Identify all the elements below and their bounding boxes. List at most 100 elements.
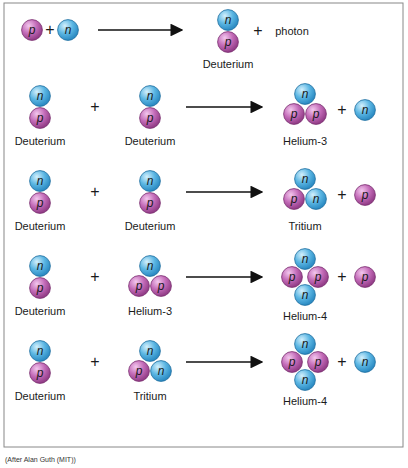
proton: p (139, 107, 161, 129)
neutron: n (294, 284, 316, 306)
particle-sphere (129, 361, 150, 382)
proton: p (283, 188, 305, 210)
proton: p (305, 103, 327, 125)
neutron: n (139, 255, 161, 277)
nucleus-label: Deuterium (15, 305, 66, 317)
particle-symbol: p (128, 360, 150, 378)
particle-symbol: n (139, 170, 161, 188)
proton: p (354, 184, 376, 206)
plus-sign: + (90, 268, 99, 286)
plus-sign: + (337, 101, 346, 119)
particle-symbol: p (139, 192, 161, 210)
particle-sphere (30, 108, 51, 129)
particle-sphere (306, 104, 327, 125)
particle-sphere (140, 341, 161, 362)
plus-sign: + (337, 268, 346, 286)
particle-symbol: p (217, 31, 239, 49)
particle-sphere (151, 276, 172, 297)
particle-symbol: p (307, 266, 329, 284)
particle-sphere (284, 189, 305, 210)
reaction-arrow (186, 276, 262, 278)
particle-sphere (30, 171, 51, 192)
nucleus-label: Deuterium (125, 135, 176, 147)
particle-symbol: p (29, 107, 51, 125)
particle-sphere (295, 334, 316, 355)
reaction-arrows (98, 30, 262, 362)
particle-symbol: n (294, 369, 316, 387)
neutron: n (217, 9, 239, 31)
particle-sphere (140, 86, 161, 107)
particle-symbol: n (354, 351, 376, 369)
neutron: n (354, 351, 376, 373)
particle-sphere (306, 189, 327, 210)
particle-sphere (282, 267, 303, 288)
particle-sphere (140, 256, 161, 277)
neutron: n (294, 333, 316, 355)
neutron: n (29, 170, 51, 192)
nucleus-label: Helium-3 (128, 305, 172, 317)
neutron: n (139, 340, 161, 362)
proton: p (283, 103, 305, 125)
particle-sphere (355, 352, 376, 373)
particle-sphere (30, 193, 51, 214)
plus-sign: + (90, 183, 99, 201)
neutron: n (294, 83, 316, 105)
proton: p (281, 351, 303, 373)
particle-sphere (282, 352, 303, 373)
particle-sphere (30, 278, 51, 299)
nucleus-label: Helium-4 (283, 310, 327, 322)
neutron: n (29, 85, 51, 107)
particle-symbol: p (307, 351, 329, 369)
particle-sphere (355, 100, 376, 121)
proton: p (354, 266, 376, 288)
particle-symbol: n (294, 284, 316, 302)
reaction-arrow (186, 361, 262, 363)
proton: p (29, 362, 51, 384)
particle-sphere (284, 104, 305, 125)
plus-sign: + (45, 21, 54, 39)
nucleus-label: Deuterium (15, 390, 66, 402)
proton: p (217, 31, 239, 53)
particle-symbol: n (150, 360, 172, 378)
particle-sphere (140, 193, 161, 214)
credit-note: (After Alan Guth (MIT)) (5, 456, 76, 463)
nucleus-label: Deuterium (15, 135, 66, 147)
nucleus-label: Helium-4 (283, 395, 327, 407)
neutron: n (57, 19, 79, 41)
neutron: n (294, 168, 316, 190)
particle-sphere (295, 249, 316, 270)
neutron: n (139, 170, 161, 192)
particle-symbol: p (139, 107, 161, 125)
particle-symbol: n (29, 85, 51, 103)
neutron: n (139, 85, 161, 107)
plus-sign: + (253, 22, 262, 40)
particle-symbol: p (281, 351, 303, 369)
nucleus-label: Helium-3 (283, 135, 327, 147)
reaction-arrow (186, 106, 262, 108)
particle-sphere (308, 352, 329, 373)
particle-sphere (22, 20, 43, 41)
particle-sphere (218, 32, 239, 53)
particle-symbol: n (217, 9, 239, 27)
particle-symbol: p (21, 19, 43, 37)
proton: p (307, 266, 329, 288)
particle-sphere (295, 169, 316, 190)
particle-sphere (295, 84, 316, 105)
plus-sign: + (90, 353, 99, 371)
neutron: n (354, 99, 376, 121)
plus-sign: + (337, 353, 346, 371)
particle-symbol: n (294, 333, 316, 351)
plus-sign: + (337, 186, 346, 204)
particle-symbol: n (294, 248, 316, 266)
particle-symbol: p (29, 362, 51, 380)
particle-symbol: p (128, 275, 150, 293)
particle-symbol: n (139, 255, 161, 273)
neutron: n (150, 360, 172, 382)
particle-symbol: n (29, 170, 51, 188)
nucleus-label: Tritium (288, 220, 321, 232)
particle-sphere (218, 10, 239, 31)
particle-sphere (151, 361, 172, 382)
neutron: n (305, 188, 327, 210)
particle-symbol: n (354, 99, 376, 117)
particle-sphere (30, 256, 51, 277)
